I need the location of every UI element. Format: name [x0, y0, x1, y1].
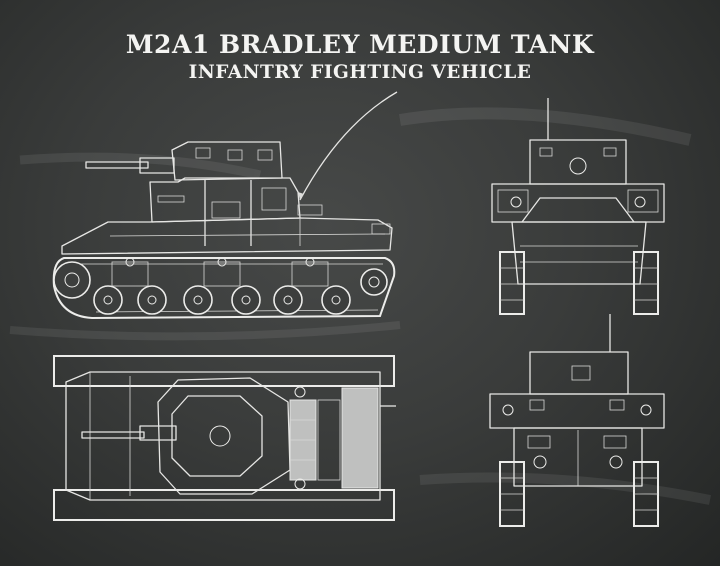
side-view — [52, 141, 396, 320]
leader-line — [299, 91, 398, 201]
poster-subtitle: INFANTRY FIGHTING VEHICLE — [188, 62, 532, 83]
chalk-texture — [9, 107, 711, 505]
leader-arrow — [298, 192, 304, 200]
top-view — [53, 355, 396, 521]
rear-view — [489, 314, 665, 527]
front-view — [491, 98, 665, 315]
poster-title: M2A1 BRADLEY MEDIUM TANK — [125, 30, 595, 59]
